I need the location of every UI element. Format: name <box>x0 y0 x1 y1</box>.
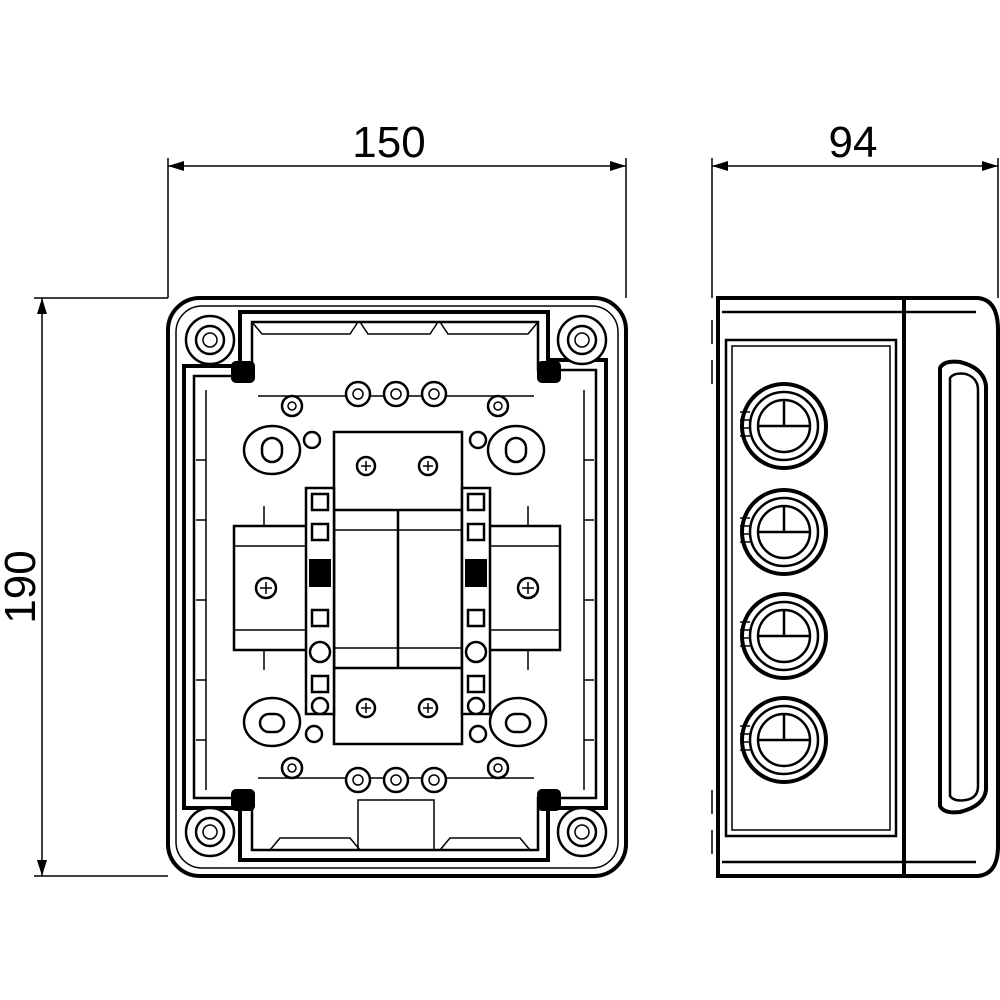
width-label: 150 <box>352 118 425 167</box>
corner-screw-bottom-right <box>537 789 608 858</box>
dimension-height: 190 <box>0 297 168 877</box>
cable-gland-3 <box>740 592 828 680</box>
dimension-width: 150 <box>167 118 627 298</box>
side-view-enclosure <box>711 296 1000 878</box>
corner-screw-top-right <box>537 314 608 383</box>
mounting-slot-bottom-right <box>468 696 548 748</box>
terminal-block-right <box>460 486 492 716</box>
terminal-block-left <box>304 486 336 716</box>
fuse-holder <box>332 430 464 746</box>
front-view-enclosure <box>166 296 628 878</box>
dimension-depth: 94 <box>711 118 999 298</box>
mounting-slot-top-right <box>468 424 546 476</box>
depth-label: 94 <box>829 118 878 167</box>
cable-gland-2 <box>740 488 828 576</box>
cable-gland-1 <box>740 382 828 470</box>
height-label: 190 <box>0 550 45 623</box>
mounting-slot-top-left <box>242 424 322 476</box>
bottom-screw-row <box>258 756 534 794</box>
corner-screw-bottom-left <box>184 789 255 858</box>
cable-gland-4 <box>740 696 828 784</box>
mounting-slot-bottom-left <box>242 696 324 748</box>
corner-screw-top-left <box>184 314 255 383</box>
top-screw-row <box>258 380 534 418</box>
